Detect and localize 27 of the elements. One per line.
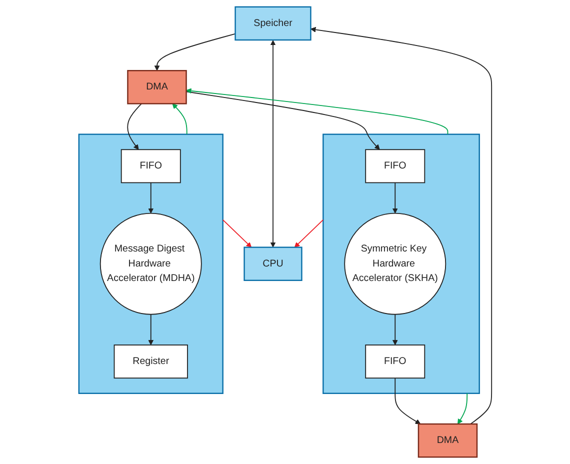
node-box: FIFO	[364, 149, 425, 184]
arrow	[392, 314, 398, 346]
arrow	[457, 392, 468, 424]
arrow	[148, 182, 154, 214]
arrow	[394, 378, 420, 424]
arrow	[222, 219, 252, 248]
arrow	[392, 182, 398, 214]
node-box: CPU	[243, 246, 302, 281]
node-box: DMA	[418, 423, 478, 458]
arrow	[186, 88, 448, 135]
arrow	[294, 219, 324, 248]
cluster	[78, 134, 224, 394]
arrow	[148, 314, 154, 346]
cluster	[322, 134, 480, 394]
arrow	[270, 40, 276, 248]
arrow	[186, 91, 380, 150]
node-box: DMA	[126, 70, 187, 104]
arrow	[154, 33, 236, 71]
node-circle: Symmetric Key Hardware Accelerator (SKHA)	[344, 212, 446, 315]
node-box: Speicher	[234, 6, 312, 41]
node-circle: Message Digest Hardware Accelerator (MDHA)	[100, 212, 202, 315]
node-box: Register	[114, 344, 188, 379]
arrow	[126, 103, 142, 150]
arrow	[172, 103, 188, 135]
node-box: FIFO	[364, 344, 425, 379]
node-box: FIFO	[120, 149, 181, 184]
arrow	[310, 26, 492, 424]
